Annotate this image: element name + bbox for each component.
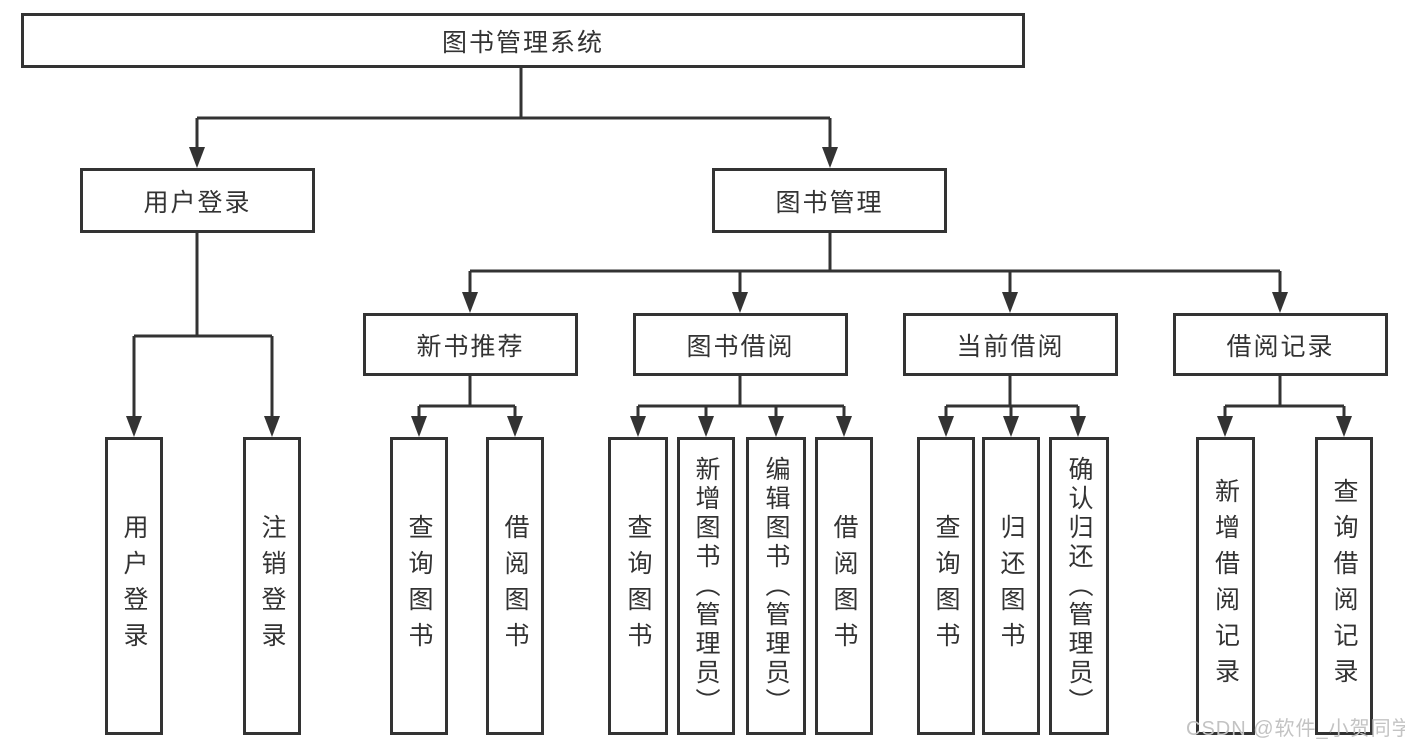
- watermark: CSDN @软件_小贺同学: [1186, 718, 1405, 740]
- connector-borrow-records-to-leaves: [1223, 376, 1346, 421]
- leaf-return-books: 归还图书: [982, 437, 1040, 735]
- node-new-book-recommend: 新书推荐: [363, 313, 578, 376]
- node-book-management: 图书管理: [712, 168, 947, 233]
- connector-new-book-to-leaves: [417, 376, 517, 421]
- leaf-add-borrow-record: 新增借阅记录: [1196, 437, 1255, 735]
- leaf-user-login: 用户登录: [105, 437, 163, 735]
- leaf-query-books-recommend: 查询图书: [390, 437, 448, 735]
- leaf-query-books-current: 查询图书: [917, 437, 975, 735]
- connector-book-borrow-to-leaves: [636, 376, 846, 421]
- leaf-edit-books-admin: 编辑图书（管理员）: [746, 437, 806, 735]
- connector-root-to-level2: [195, 68, 832, 152]
- leaf-query-borrow-record: 查询借阅记录: [1315, 437, 1373, 735]
- connector-user-login-to-leaves: [132, 233, 274, 421]
- node-current-borrow: 当前借阅: [903, 313, 1118, 376]
- arrowheads: [126, 147, 1352, 437]
- leaf-logout: 注销登录: [243, 437, 301, 735]
- node-user-login: 用户登录: [80, 168, 315, 233]
- connector-current-borrow-to-leaves: [944, 376, 1080, 421]
- node-book-borrow: 图书借阅: [633, 313, 848, 376]
- leaf-borrow-books: 借阅图书: [815, 437, 873, 735]
- leaf-query-books-borrow: 查询图书: [608, 437, 668, 735]
- node-root-library-system: 图书管理系统: [21, 13, 1025, 68]
- leaf-add-books-admin: 新增图书（管理员）: [677, 437, 735, 735]
- connector-book-management-to-level3: [468, 233, 1282, 297]
- node-borrow-records: 借阅记录: [1173, 313, 1388, 376]
- leaf-borrow-books-recommend: 借阅图书: [486, 437, 544, 735]
- leaf-confirm-return-admin: 确认归还（管理员）: [1049, 437, 1109, 735]
